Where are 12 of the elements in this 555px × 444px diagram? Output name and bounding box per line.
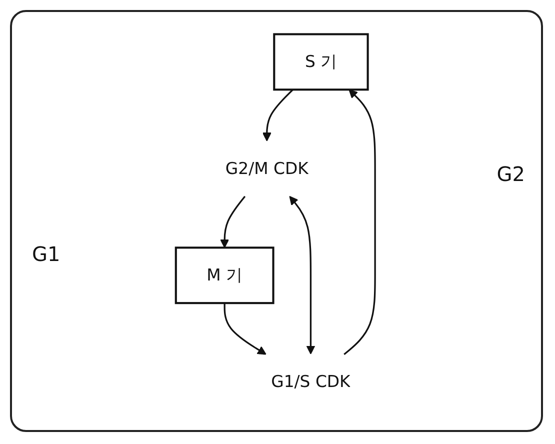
arrow [262,89,294,142]
node-box [174,246,274,304]
arrow [344,89,376,355]
arrow [224,303,266,355]
node-text: G2/M CDK [225,158,308,178]
diagram-frame: S 기 G2/M CDK M 기 G1/S CDK G2 G1 [10,10,543,432]
phase-label: G2 [496,162,525,186]
arrow [289,196,316,354]
node-box [273,33,369,91]
node-text: G1/S CDK [271,372,350,392]
phase-label: G1 [32,242,60,266]
arrow [220,196,246,248]
